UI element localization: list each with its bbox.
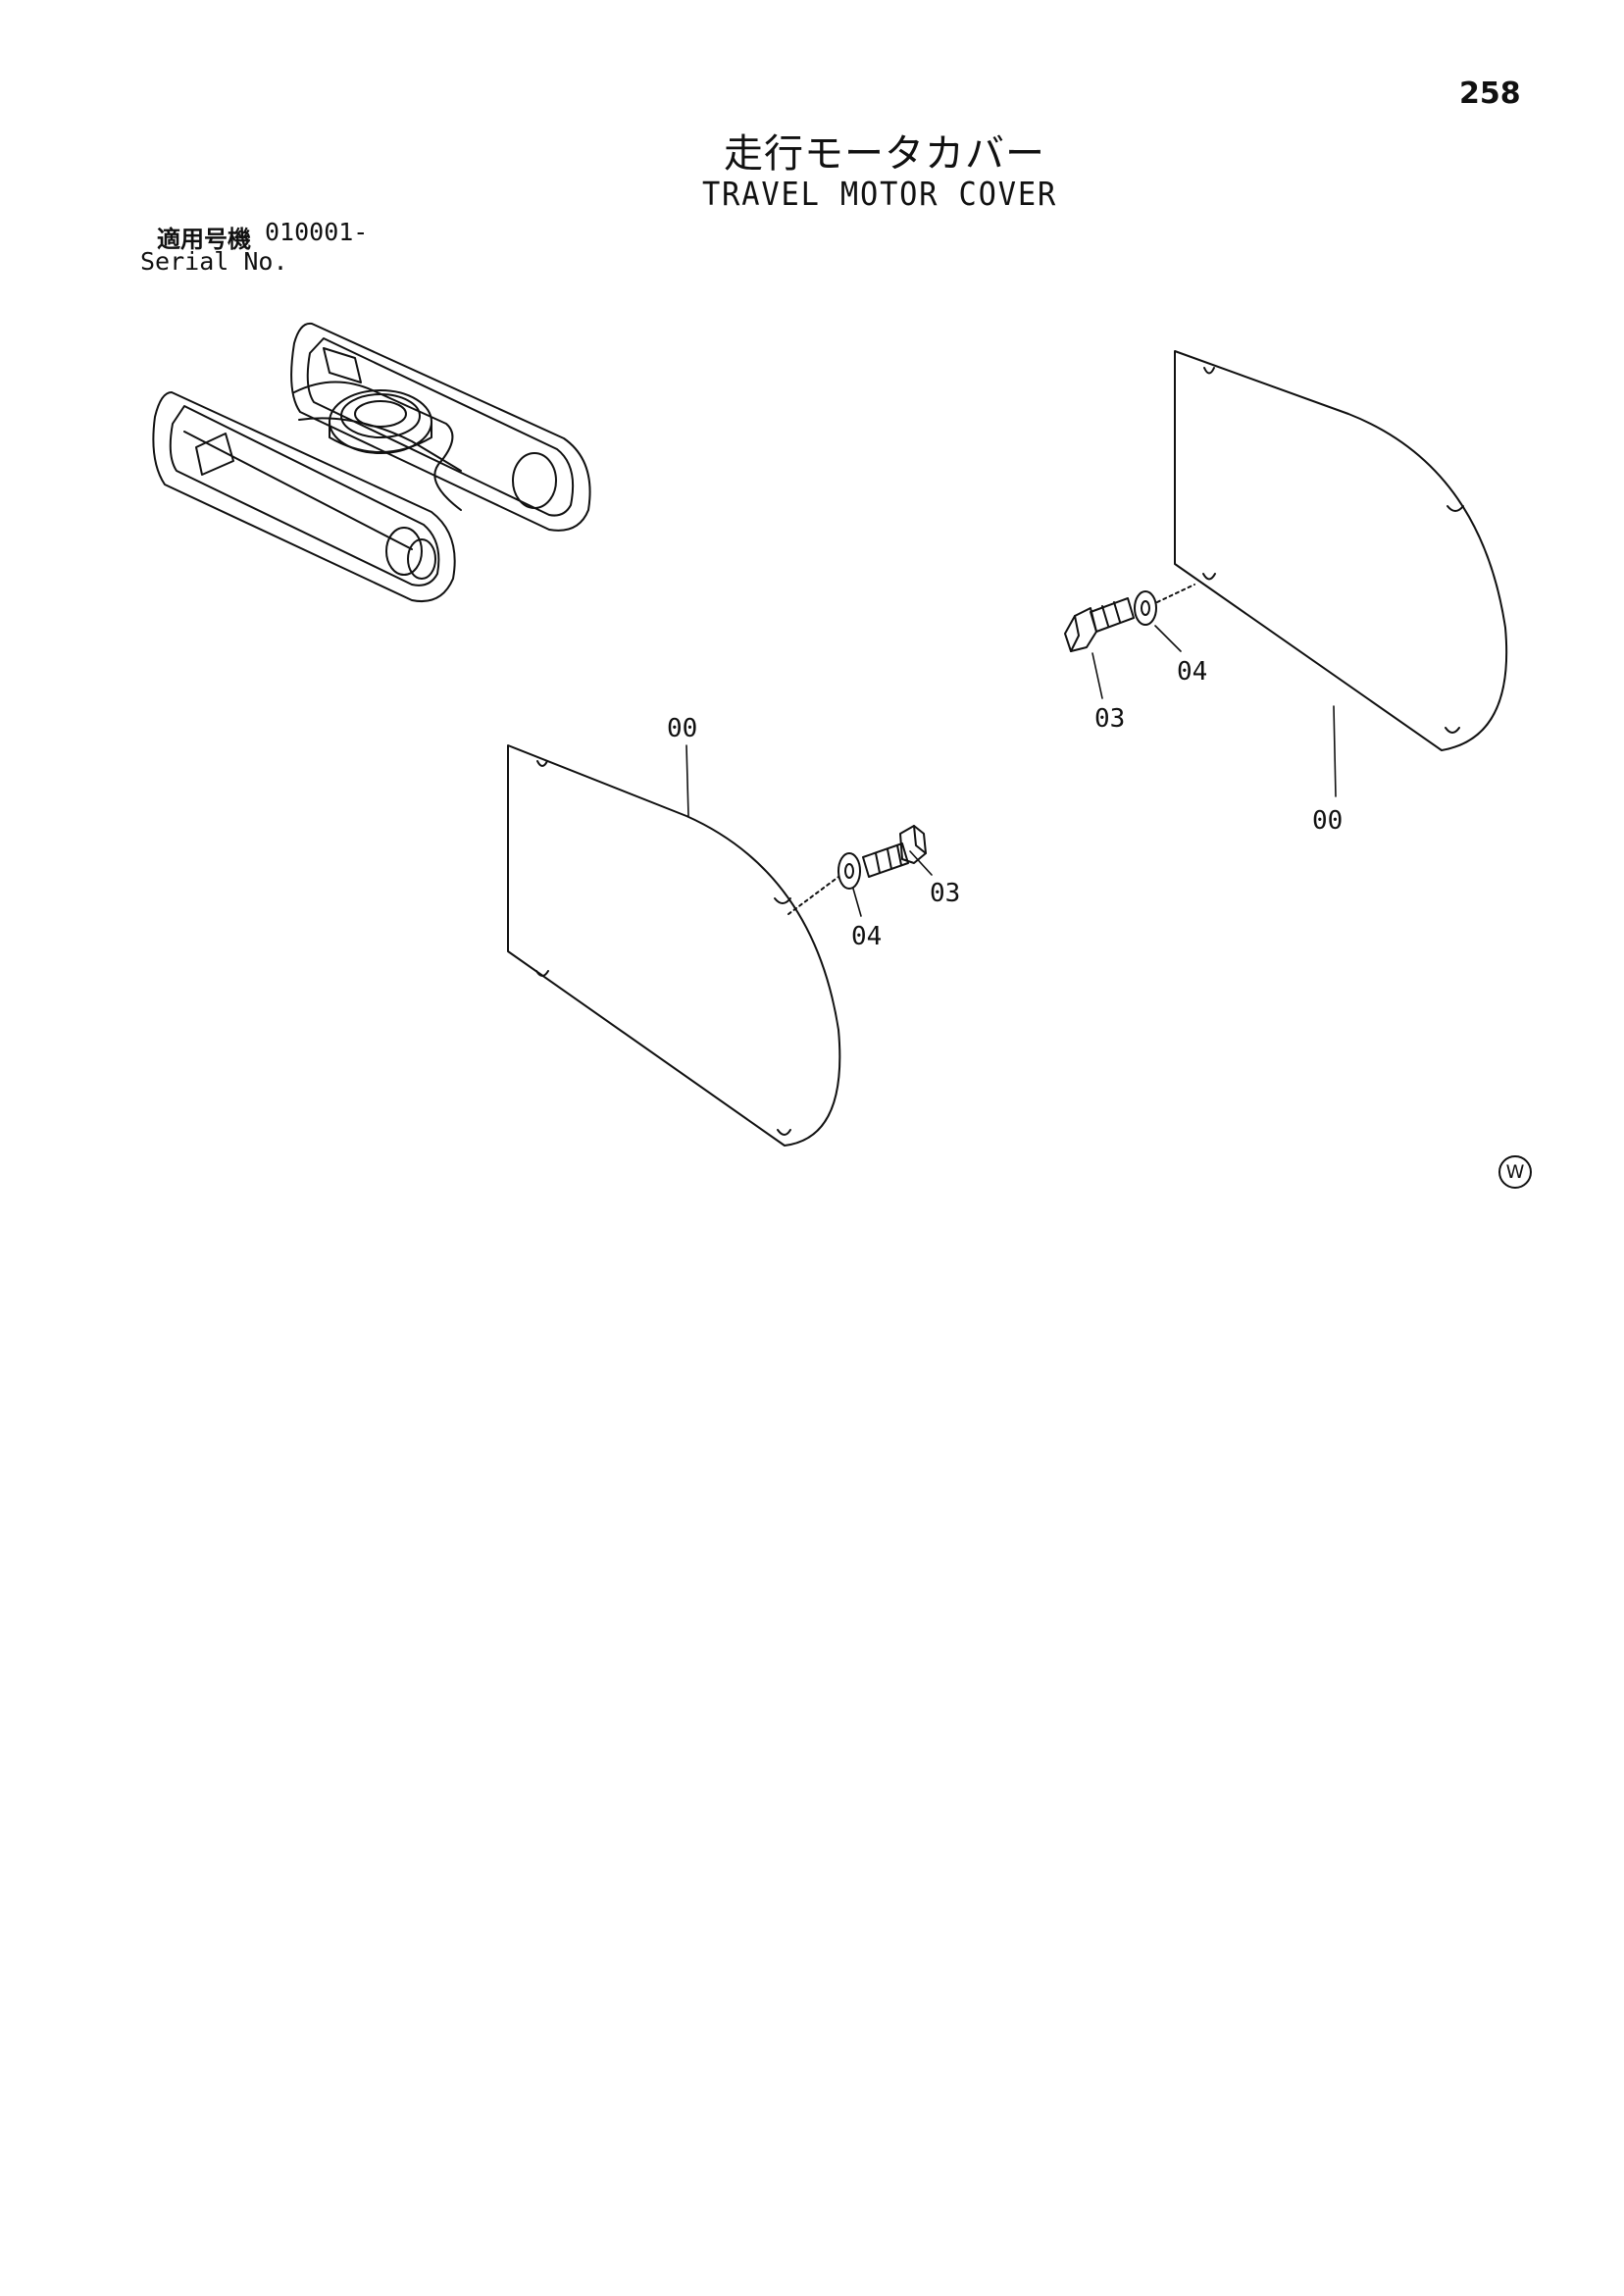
page-title-english: TRAVEL MOTOR COVER — [702, 175, 1058, 213]
right-bolt-icon — [1064, 597, 1135, 652]
page-number: 258 — [1459, 77, 1521, 111]
callout-right-washer: 04 — [1177, 657, 1208, 687]
serial-number-value: 010001- — [265, 218, 369, 246]
callout-left-washer: 04 — [851, 922, 883, 951]
undercarriage-locator-icon — [152, 322, 591, 602]
left-bolt-icon — [862, 825, 927, 878]
right-cover-plate — [1174, 350, 1508, 751]
serial-label-japanese: 適用号機 — [157, 226, 251, 253]
left-washer-icon — [837, 852, 861, 890]
left-cover-plate — [507, 744, 841, 1147]
callout-left-cover: 00 — [667, 714, 698, 743]
right-washer-icon — [1134, 590, 1157, 626]
circled-w-mark: W — [1498, 1155, 1532, 1189]
callout-left-bolt: 03 — [930, 879, 961, 908]
page-title-japanese: 走行モータカバー — [724, 131, 1045, 177]
callout-right-bolt: 03 — [1094, 704, 1126, 734]
callout-right-cover: 00 — [1312, 806, 1344, 836]
callout-leader-lines — [685, 625, 1337, 917]
serial-label-english: Serial No. — [140, 247, 288, 276]
